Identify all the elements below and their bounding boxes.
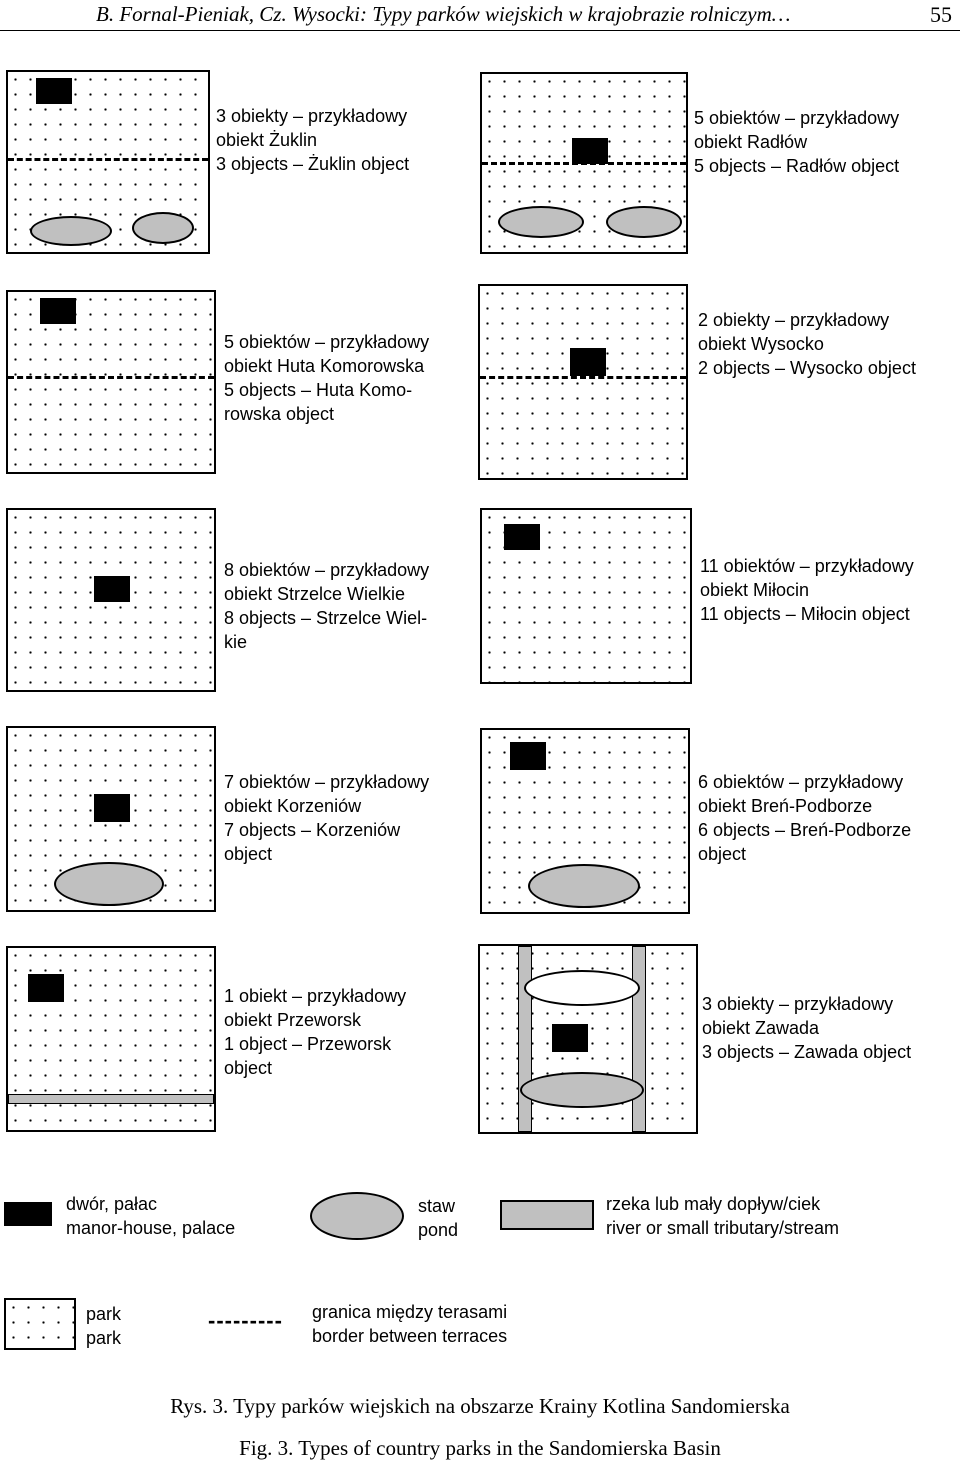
legend-manor-symbol bbox=[4, 1202, 52, 1226]
pond-symbol bbox=[524, 970, 640, 1006]
figure-caption-pl: Rys. 3. Typy parków wiejskich na obszarz… bbox=[170, 1394, 790, 1418]
pond-symbol bbox=[30, 216, 112, 246]
legend-park-symbol bbox=[4, 1298, 76, 1350]
pond-symbol bbox=[520, 1072, 644, 1108]
panel-zawada bbox=[478, 944, 698, 1134]
running-title: B. Fornal-Pieniak, Cz. Wysocki: Typy par… bbox=[96, 2, 791, 26]
terrace-border-line bbox=[480, 376, 686, 379]
panel-radlow bbox=[480, 72, 688, 254]
legend-river-symbol bbox=[500, 1200, 594, 1230]
panel-przeworsk bbox=[6, 946, 216, 1132]
panel-korzeniow bbox=[6, 726, 216, 912]
pond-symbol bbox=[498, 206, 584, 238]
pond-symbol bbox=[528, 864, 640, 908]
manor-symbol bbox=[510, 742, 546, 770]
manor-symbol bbox=[552, 1024, 588, 1052]
terrace-border-line bbox=[8, 158, 208, 161]
river-symbol bbox=[632, 946, 646, 1132]
manor-symbol bbox=[94, 794, 130, 822]
legend-pond-symbol bbox=[310, 1192, 404, 1240]
pond-symbol bbox=[606, 206, 682, 238]
panel-wysocko bbox=[478, 284, 688, 480]
panel-strzelce-wielkie bbox=[6, 508, 216, 692]
terrace-border-line bbox=[8, 376, 214, 379]
manor-symbol bbox=[36, 78, 72, 104]
manor-symbol bbox=[40, 298, 76, 324]
river-symbol bbox=[518, 946, 532, 1132]
manor-symbol bbox=[570, 348, 606, 376]
manor-symbol bbox=[28, 974, 64, 1002]
manor-symbol bbox=[504, 524, 540, 550]
legend-border-symbol: --------- bbox=[208, 1308, 283, 1333]
panel-bren-podborze bbox=[480, 728, 690, 914]
river-symbol bbox=[8, 1094, 214, 1104]
manor-symbol bbox=[572, 138, 608, 164]
panel-huta-komorowska bbox=[6, 290, 216, 474]
page-number: 55 bbox=[930, 2, 952, 27]
pond-symbol bbox=[132, 212, 194, 244]
panel-milocin bbox=[480, 508, 692, 684]
terrace-border-line bbox=[482, 162, 686, 165]
pond-symbol bbox=[54, 862, 164, 906]
page-header: B. Fornal-Pieniak, Cz. Wysocki: Typy par… bbox=[0, 0, 960, 31]
figure-caption-en: Fig. 3. Types of country parks in the Sa… bbox=[239, 1436, 721, 1460]
manor-symbol bbox=[94, 576, 130, 602]
panel-zuklin bbox=[6, 70, 210, 254]
